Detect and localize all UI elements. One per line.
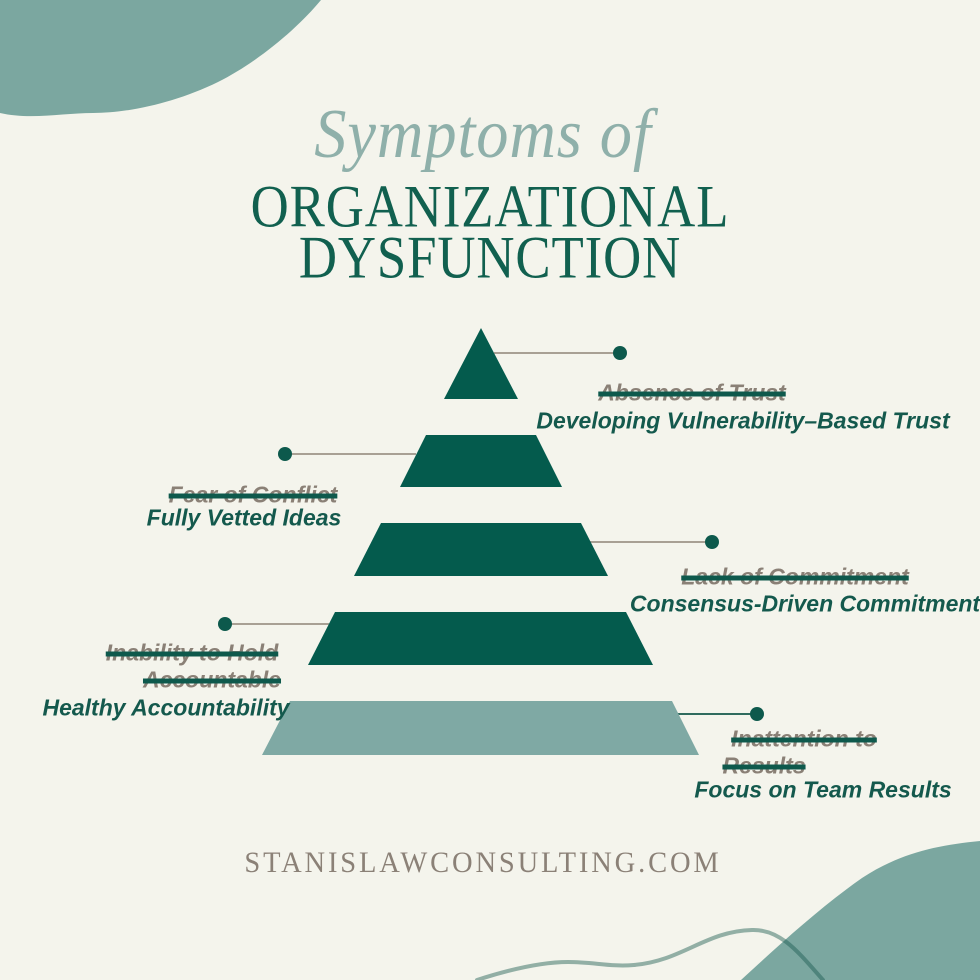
page-title-line1: ORGANIZATIONAL: [250, 173, 730, 240]
label-replacement-conflict: Fully Vetted Ideas: [146, 504, 342, 531]
pyramid-level-1: [444, 328, 518, 399]
label-replacement-results: Focus on Team Results: [694, 776, 952, 803]
leader-dot-conflict: [278, 447, 292, 461]
footer-website: STANISLAWCONSULTING.COM: [244, 846, 722, 879]
leader-dot-commitment: [705, 535, 719, 549]
leader-dot-results: [750, 707, 764, 721]
label-struck-accountability-line2: Accountable: [142, 666, 282, 693]
wave-line: [475, 927, 825, 980]
page-title-line2: DYSFUNCTION: [298, 224, 682, 291]
pyramid-level-5: [262, 701, 699, 755]
label-struck-results-line1: Inattention to: [731, 725, 877, 752]
title-eyebrow: Symptoms of: [314, 96, 652, 173]
blob-bottom-right: [741, 841, 980, 980]
label-struck-results-line2: Results: [722, 752, 806, 779]
label-struck-conflict: Fear of Conflict: [168, 481, 338, 508]
label-replacement-commitment: Consensus-Driven Commitment: [629, 590, 980, 617]
leader-dot-accountability: [218, 617, 232, 631]
label-replacement-trust: Developing Vulnerability–Based Trust: [536, 407, 950, 434]
leader-dot-trust: [613, 346, 627, 360]
label-struck-trust: Absence of Trust: [598, 379, 786, 406]
label-replacement-accountability: Healthy Accountability: [42, 694, 290, 721]
blob-top-left: [0, 0, 321, 117]
label-struck-accountability-line1: Inability to Hold: [105, 639, 279, 666]
label-struck-commitment: Lack of Commitment: [681, 563, 909, 590]
pyramid-level-4: [308, 612, 653, 665]
pyramid-level-3: [354, 523, 608, 576]
pyramid-level-2: [400, 435, 562, 487]
